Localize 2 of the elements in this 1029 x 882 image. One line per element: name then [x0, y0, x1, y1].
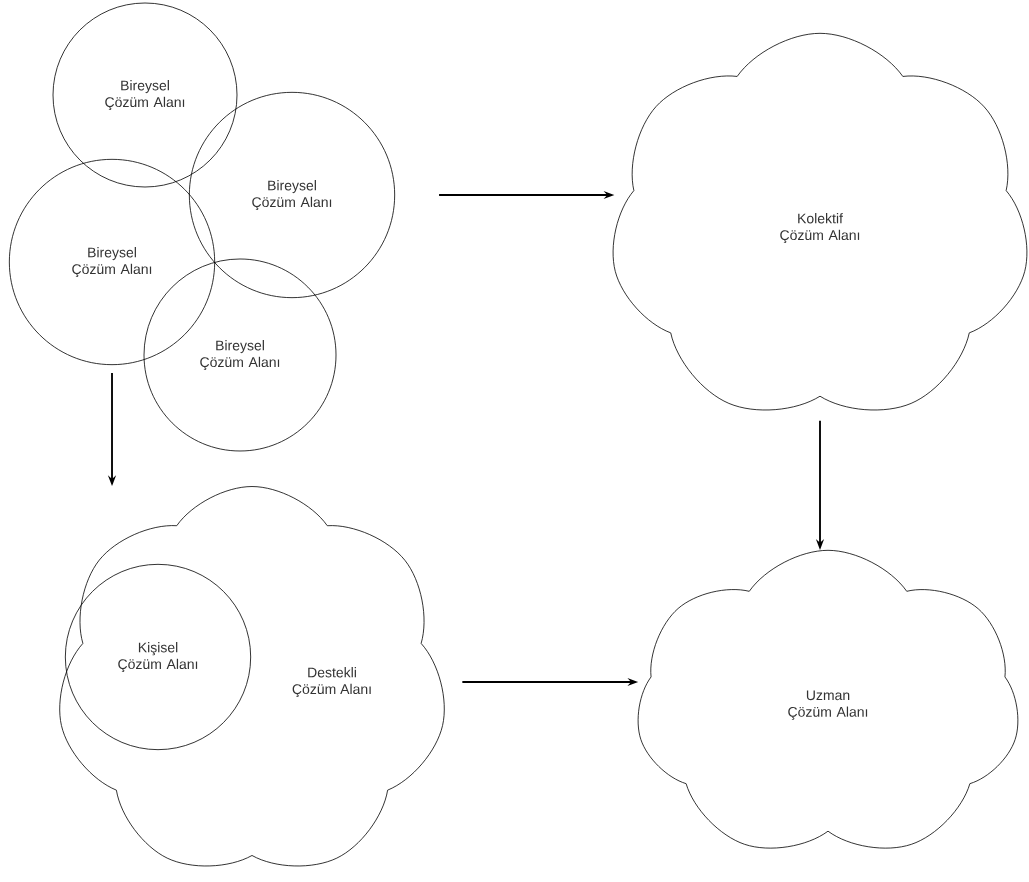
- cloud: Kolektif Çözüm Alanı: [612, 32, 1028, 411]
- cloud: Uzman Çözüm Alanı: [637, 549, 1019, 849]
